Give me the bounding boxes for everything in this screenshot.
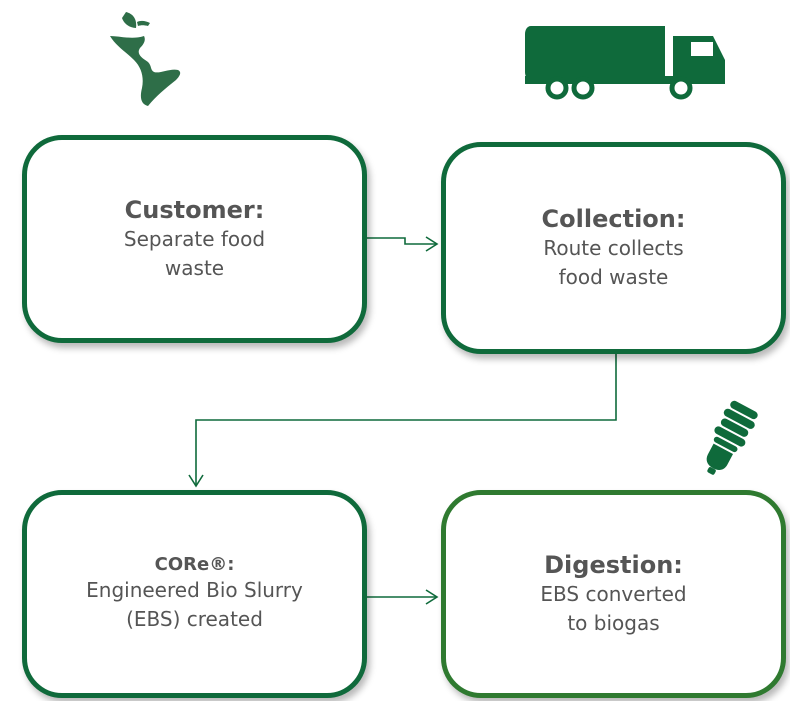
core-box: CORe®: Engineered Bio Slurry (EBS) creat… — [22, 490, 367, 698]
arrowhead-collection-to-core — [188, 474, 204, 488]
collection-title: Collection: — [541, 205, 686, 233]
customer-box: Customer: Separate food waste — [22, 135, 367, 343]
collection-body: Route collects food waste — [543, 236, 684, 289]
customer-body: Separate food waste — [123, 227, 266, 280]
collection-box: Collection: Route collects food waste — [441, 142, 786, 354]
apple-core-icon — [110, 12, 181, 106]
arrowhead-customer-to-collection — [425, 236, 439, 252]
core-title: CORe®: — [154, 553, 235, 575]
digestion-title: Digestion: — [544, 551, 683, 579]
arrow-customer-to-collection — [367, 237, 437, 245]
light-bulb-icon — [706, 400, 758, 475]
core-body: Engineered Bio Slurry (EBS) created — [86, 578, 303, 632]
truck-icon — [525, 26, 725, 100]
digestion-box: Digestion: EBS converted to biogas — [441, 490, 786, 698]
arrowhead-core-to-digestion — [425, 589, 439, 605]
customer-title: Customer: — [124, 196, 265, 224]
digestion-body: EBS converted to biogas — [540, 582, 687, 635]
arrow-collection-to-core — [195, 354, 617, 486]
